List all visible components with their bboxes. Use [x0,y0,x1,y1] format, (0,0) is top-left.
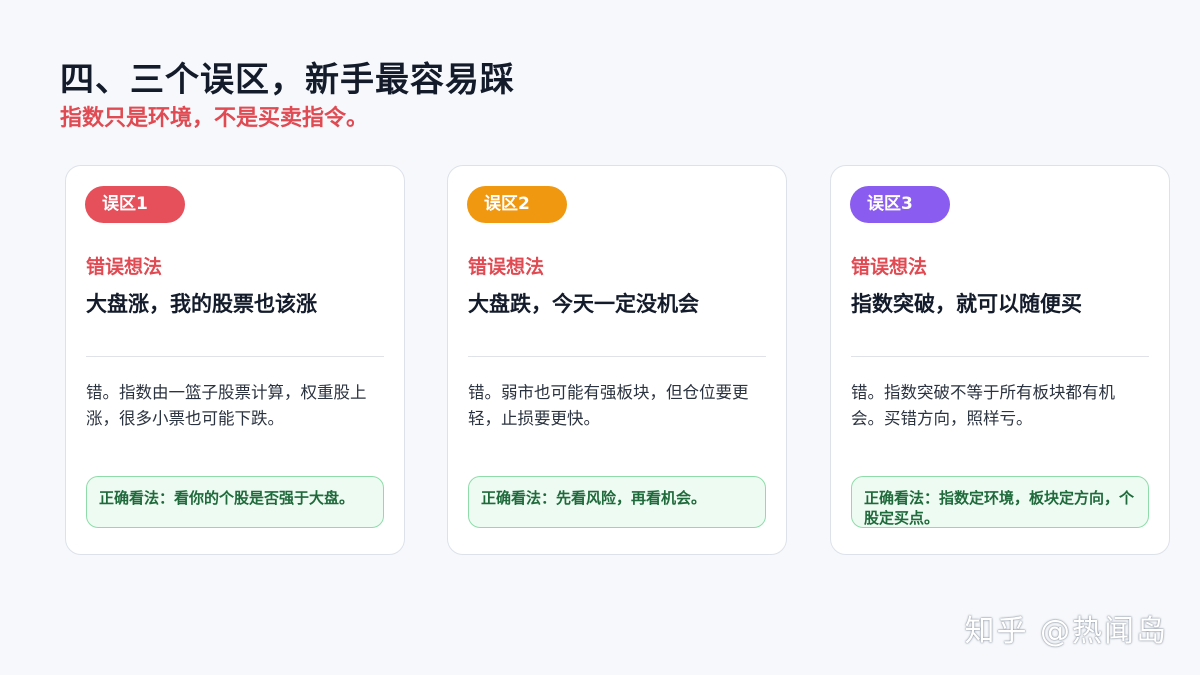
explanation-text: 错。弱市也可能有强板块，但仓位要更轻，止损要更快。 [468,383,749,428]
myth-tag: 误区2 [467,186,567,223]
zhihu-watermark: 知乎 @热闻岛 [964,614,1168,649]
myth-tag: 误区1 [85,186,185,223]
wrong-idea-text: 指数突破，就可以随便买 [851,292,1082,316]
myth-tag: 误区3 [850,186,950,223]
correct-view-box: 正确看法：看你的个股是否强于大盘。 [86,476,384,528]
wrong-idea-text: 大盘跌，今天一定没机会 [468,292,699,316]
explanation-text: 错。指数由一篮子股票计算，权重股上涨，很多小票也可能下跌。 [86,383,367,428]
page-title: 四、三个误区，新手最容易踩 [60,60,515,100]
card-divider [86,356,384,357]
myth-card-2: 误区2 错误想法 大盘跌，今天一定没机会 错。弱市也可能有强板块，但仓位要更轻，… [447,165,787,555]
page-subtitle: 指数只是环境，不是买卖指令。 [60,106,369,131]
myth-card-1: 误区1 错误想法 大盘涨，我的股票也该涨 错。指数由一篮子股票计算，权重股上涨，… [65,165,405,555]
card-divider [468,356,766,357]
myth-card-3: 误区3 错误想法 指数突破，就可以随便买 错。指数突破不等于所有板块都有机会。买… [830,165,1170,555]
wrong-idea-label: 错误想法 [86,256,163,278]
correct-view-box: 正确看法：指数定环境，板块定方向，个股定买点。 [851,476,1149,528]
wrong-idea-text: 大盘涨，我的股票也该涨 [86,292,317,316]
wrong-idea-label: 错误想法 [851,256,928,278]
card-divider [851,356,1149,357]
correct-view-box: 正确看法：先看风险，再看机会。 [468,476,766,528]
wrong-idea-label: 错误想法 [468,256,545,278]
explanation-text: 错。指数突破不等于所有板块都有机会。买错方向，照样亏。 [851,383,1115,428]
